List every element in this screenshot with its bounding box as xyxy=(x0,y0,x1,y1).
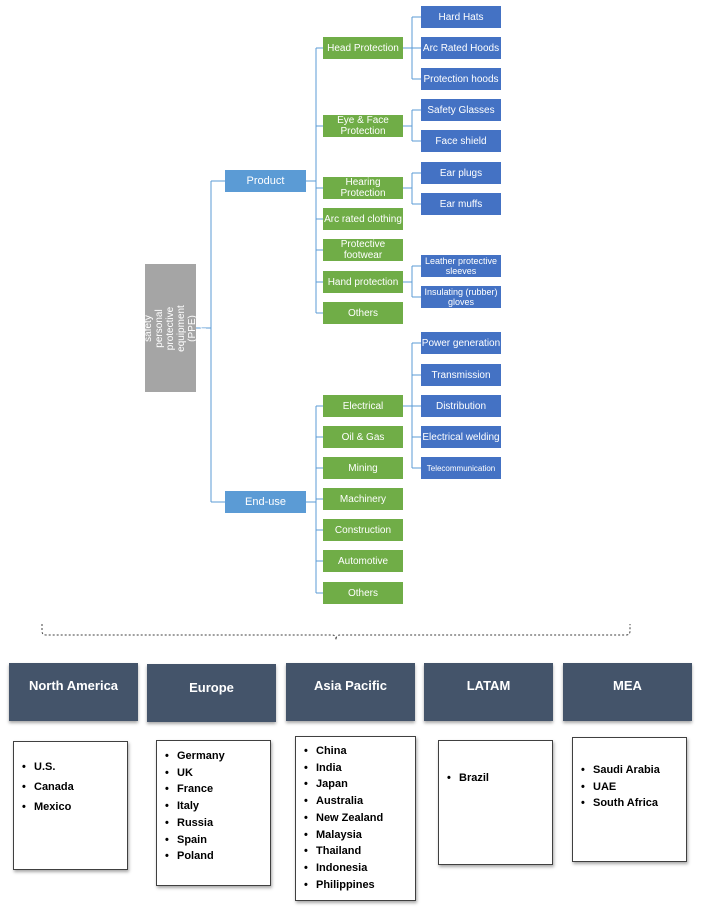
country-item: Brazil xyxy=(439,770,552,787)
country-item: Germany xyxy=(157,748,270,765)
safety-glasses-node: Safety Glasses xyxy=(421,99,501,121)
country-item: Canada xyxy=(14,779,127,796)
electrical-welding-node: Electrical welding xyxy=(421,426,501,448)
country-item: Spain xyxy=(157,832,270,849)
hearing-protection-node: Hearing Protection xyxy=(323,177,403,199)
region-header-latam: LATAM xyxy=(424,663,553,721)
power-generation-node: Power generation xyxy=(421,332,501,354)
root-label: Electrical safety personal protective eq… xyxy=(132,304,209,352)
construction-node: Construction xyxy=(323,519,403,541)
country-item: Poland xyxy=(157,848,270,865)
country-item: UAE xyxy=(573,779,686,796)
country-item: Indonesia xyxy=(296,860,415,877)
country-item: Russia xyxy=(157,815,270,832)
arc-rated-clothing-node: Arc rated clothing xyxy=(323,208,403,230)
country-item: South Africa xyxy=(573,795,686,812)
country-item: Japan xyxy=(296,776,415,793)
region-header-europe: Europe xyxy=(147,664,276,722)
end-use-others-node: Others xyxy=(323,582,403,604)
country-item: U.S. xyxy=(14,759,127,776)
automotive-node: Automotive xyxy=(323,550,403,572)
protective-footwear-node: Protective footwear xyxy=(323,239,403,261)
country-item: Thailand xyxy=(296,843,415,860)
end-use-node: End-use xyxy=(225,491,306,513)
country-item: Italy xyxy=(157,798,270,815)
country-item: China xyxy=(296,743,415,760)
distribution-node: Distribution xyxy=(421,395,501,417)
transmission-node: Transmission xyxy=(421,364,501,386)
product-node: Product xyxy=(225,170,306,192)
head-protection-node: Head Protection xyxy=(323,37,403,59)
leather-sleeves-node: Leather protective sleeves xyxy=(421,255,501,277)
country-item: Philippines xyxy=(296,877,415,894)
country-item: UK xyxy=(157,765,270,782)
ear-plugs-node: Ear plugs xyxy=(421,162,501,184)
region-box-north-america: U.S. Canada Mexico xyxy=(13,741,128,870)
region-box-mea: Saudi Arabia UAE South Africa xyxy=(572,737,687,862)
region-brace xyxy=(41,624,631,641)
region-box-europe: Germany UK France Italy Russia Spain Pol… xyxy=(156,740,271,886)
eye-face-protection-node: Eye & Face Protection xyxy=(323,115,403,137)
arc-rated-hoods-node: Arc Rated Hoods xyxy=(421,37,501,59)
oil-gas-node: Oil & Gas xyxy=(323,426,403,448)
country-item: Malaysia xyxy=(296,827,415,844)
insulating-gloves-node: Insulating (rubber) gloves xyxy=(421,286,501,308)
region-header-north-america: North America xyxy=(9,663,138,721)
electrical-node: Electrical xyxy=(323,395,403,417)
region-header-mea: MEA xyxy=(563,663,692,721)
hand-protection-node: Hand protection xyxy=(323,271,403,293)
country-item: Mexico xyxy=(14,799,127,816)
hard-hats-node: Hard Hats xyxy=(421,6,501,28)
machinery-node: Machinery xyxy=(323,488,403,510)
country-item: New Zealand xyxy=(296,810,415,827)
region-header-asia-pacific: Asia Pacific xyxy=(286,663,415,721)
ear-muffs-node: Ear muffs xyxy=(421,193,501,215)
country-item: Australia xyxy=(296,793,415,810)
country-item: Saudi Arabia xyxy=(573,762,686,779)
region-box-latam: Brazil xyxy=(438,740,553,865)
region-box-asia-pacific: China India Japan Australia New Zealand … xyxy=(295,736,416,901)
protection-hoods-node: Protection hoods xyxy=(421,68,501,90)
mining-node: Mining xyxy=(323,457,403,479)
country-item: France xyxy=(157,781,270,798)
country-item: India xyxy=(296,760,415,777)
telecommunication-node: Telecommunication xyxy=(421,457,501,479)
product-others-node: Others xyxy=(323,302,403,324)
root-node: Electrical safety personal protective eq… xyxy=(132,264,209,392)
face-shield-node: Face shield xyxy=(421,130,501,152)
